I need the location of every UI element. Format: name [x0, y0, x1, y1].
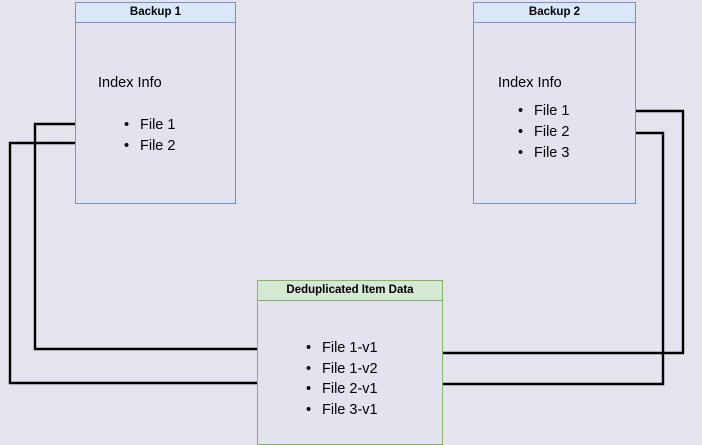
node-dedup-header: Deduplicated Item Data [258, 281, 442, 301]
node-backup-2-body: Index Info File 1 File 2 File 3 [474, 23, 635, 203]
list-item[interactable]: File 1-v2 [306, 359, 378, 380]
node-backup-1-body: Index Info File 1 File 2 [76, 23, 235, 203]
list-item[interactable]: File 2-v1 [306, 379, 378, 400]
node-backup-2-header: Backup 2 [474, 3, 635, 23]
list-item[interactable]: File 1 [124, 115, 175, 136]
backup-2-index-label: Index Info [498, 75, 562, 91]
backup-1-file-list: File 1 File 2 [124, 115, 175, 157]
node-dedup-body: File 1-v1 File 1-v2 File 2-v1 File 3-v1 [258, 301, 442, 444]
list-item[interactable]: File 2 [518, 122, 569, 143]
list-item[interactable]: File 3 [518, 143, 569, 164]
node-deduplicated-item-data[interactable]: Deduplicated Item Data File 1-v1 File 1-… [257, 280, 443, 445]
list-item[interactable]: File 3-v1 [306, 400, 378, 421]
backup-2-file-list: File 1 File 2 File 3 [518, 101, 569, 164]
backup-1-index-label: Index Info [98, 75, 162, 91]
list-item[interactable]: File 1 [518, 101, 569, 122]
node-backup-1[interactable]: Backup 1 Index Info File 1 File 2 [75, 2, 236, 204]
node-backup-1-header: Backup 1 [76, 3, 235, 23]
dedup-file-list: File 1-v1 File 1-v2 File 2-v1 File 3-v1 [306, 338, 378, 420]
list-item[interactable]: File 1-v1 [306, 338, 378, 359]
node-backup-2[interactable]: Backup 2 Index Info File 1 File 2 File 3 [473, 2, 636, 204]
list-item[interactable]: File 2 [124, 136, 175, 157]
